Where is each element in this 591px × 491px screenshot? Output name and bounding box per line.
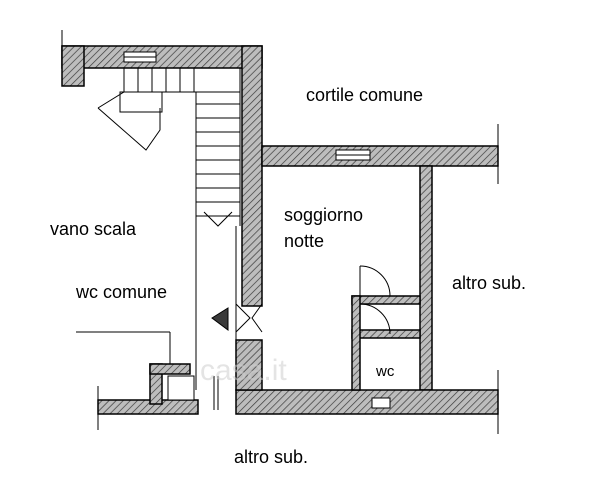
wall-bottom (235, 389, 499, 415)
label-cortile-comune: cortile comune (306, 85, 423, 105)
room-labels: cortile comune soggiorno notte vano scal… (50, 85, 526, 467)
label-altro-sub-right: altro sub. (452, 273, 526, 293)
label-altro-sub-bottom: altro sub. (234, 447, 308, 467)
door-lower-arc (359, 303, 391, 335)
wall-wc-left (351, 295, 361, 391)
label-soggiorno: soggiorno (284, 205, 363, 225)
watermark: casa.it (200, 354, 287, 387)
staircase (97, 68, 241, 390)
wall-room-top (261, 145, 499, 167)
wall-partition-lower (235, 339, 263, 391)
label-vano-scala: vano scala (50, 219, 137, 239)
label-wc: wc (375, 363, 395, 380)
label-wc-comune: wc comune (75, 282, 167, 302)
label-notte: notte (284, 231, 324, 251)
entrance-door (235, 303, 251, 333)
wall-wc-comune-top (149, 363, 191, 375)
wall-top-left (61, 45, 263, 69)
wall-wc-top (351, 295, 421, 305)
wall-stair-right (241, 45, 263, 307)
wall-bottom-left (97, 399, 199, 415)
wall-wc-mid (351, 329, 421, 339)
windows (123, 51, 391, 409)
wall-room-right (419, 165, 433, 391)
doors (61, 30, 499, 434)
door-upper-arc (359, 265, 391, 297)
window-bottom (371, 397, 391, 409)
wall-left-upper (61, 45, 85, 87)
